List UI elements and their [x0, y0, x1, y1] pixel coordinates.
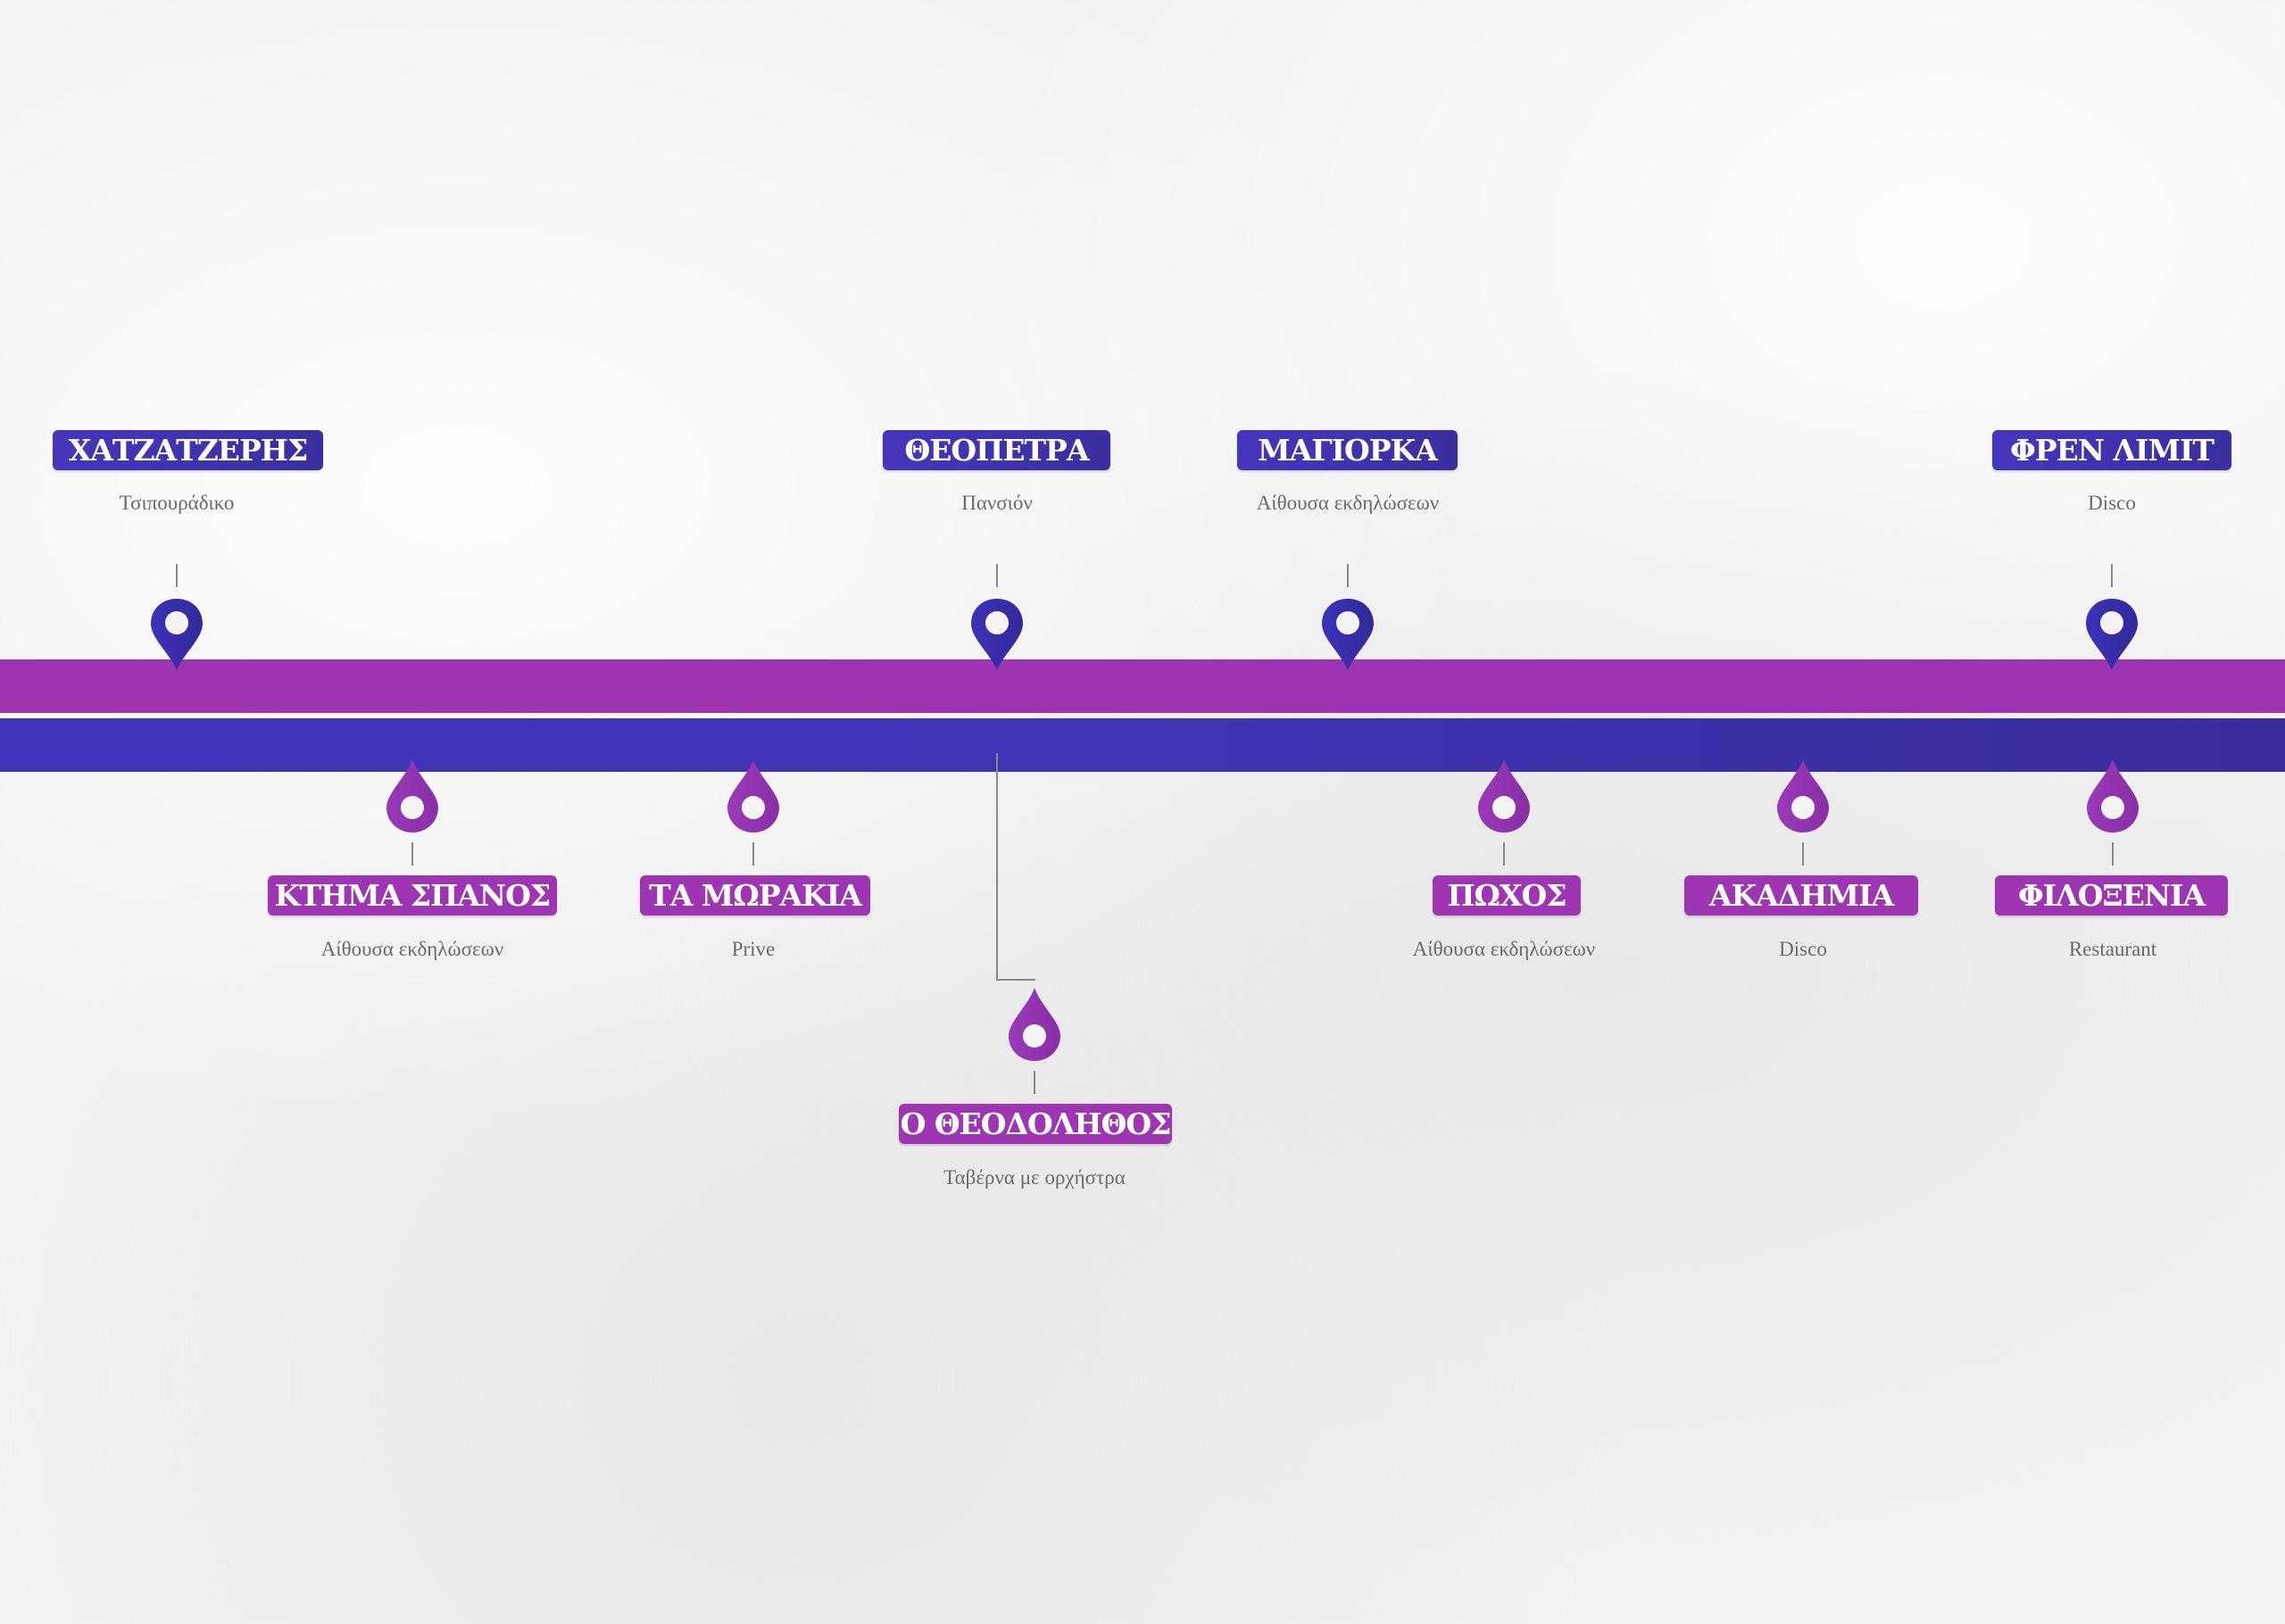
location-label-bottom[interactable]: Ο ΘΕΟΔΟΛΗΘΟΣ [899, 1104, 1172, 1144]
drop-pin-icon[interactable] [1775, 759, 1831, 838]
drop-pin-icon[interactable] [385, 759, 440, 838]
location-label-top[interactable]: ΦΡΕΝ ΛΙΜΙΤ [1992, 430, 2231, 470]
location-label-bottom[interactable]: ΑΚΑΔΗΜΙΑ [1684, 875, 1918, 916]
drop-pin-icon[interactable] [2085, 759, 2140, 838]
tick-line [1034, 1071, 1035, 1094]
tick-line [176, 564, 178, 587]
location-label-top[interactable]: ΧΑΤΖΑΤΖΕΡΗΣ [53, 430, 323, 470]
location-type: Πανσιόν [961, 492, 1033, 514]
location-type: Αίθουσα εκδηλώσεων [1412, 938, 1596, 960]
tick-line [411, 842, 413, 866]
map-pin-icon[interactable] [969, 597, 1025, 675]
location-type: Ταβέρνα με ορχήστρα [943, 1166, 1126, 1189]
location-type: Restaurant [2068, 938, 2157, 960]
location-label-bottom[interactable]: ΚΤΗΜΑ ΣΠΑΝΟΣ [268, 875, 557, 916]
connector-line [996, 753, 1035, 981]
location-label-bottom[interactable]: ΠΩΧΟΣ [1433, 875, 1581, 916]
map-pin-icon[interactable] [1320, 597, 1375, 675]
drop-pin-icon[interactable] [726, 759, 781, 838]
tick-line [2111, 564, 2113, 587]
location-type: Αίθουσα εκδηλώσεων [1256, 492, 1440, 514]
tick-line [752, 842, 754, 866]
tick-line [2112, 842, 2114, 866]
tick-line [1347, 564, 1349, 587]
tick-line [1503, 842, 1505, 866]
tick-line [996, 564, 998, 587]
location-type: Prive [731, 938, 776, 960]
location-type: Αίθουσα εκδηλώσεων [320, 938, 504, 960]
location-label-bottom[interactable]: ΦΙΛΟΞΕΝΙΑ [1995, 875, 2228, 916]
map-pin-icon[interactable] [2084, 597, 2140, 675]
location-type: Disco [2088, 492, 2136, 514]
map-pin-icon[interactable] [149, 597, 204, 675]
location-label-top[interactable]: ΜΑΓΙΟΡΚΑ [1237, 430, 1458, 470]
location-type: Disco [1779, 938, 1827, 960]
drop-pin-icon[interactable] [1007, 988, 1062, 1066]
location-type: Τσιπουράδικο [119, 492, 235, 514]
location-label-top[interactable]: ΘΕΟΠΕΤΡΑ [883, 430, 1110, 470]
tick-line [1802, 842, 1804, 866]
location-label-bottom[interactable]: ΤΑ ΜΩΡΑΚΙΑ [640, 875, 870, 916]
timeline-band-top [0, 659, 2285, 713]
timeline-band-bottom [0, 718, 2285, 772]
drop-pin-icon[interactable] [1476, 759, 1532, 838]
